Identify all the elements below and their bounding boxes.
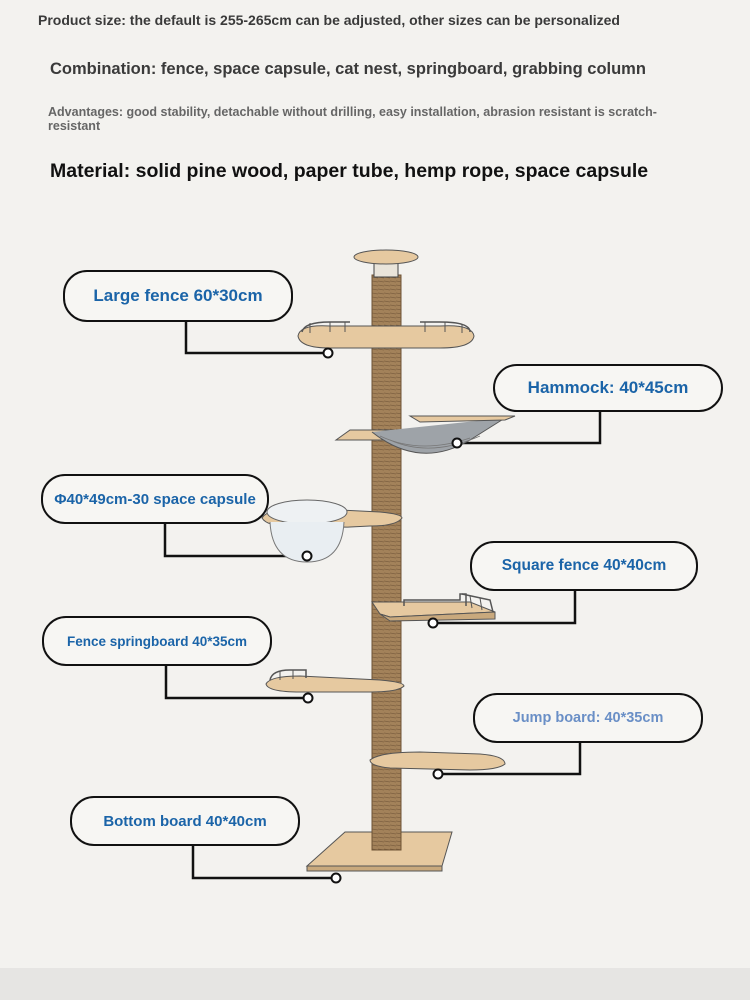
combination-text: Combination: fence, space capsule, cat n… bbox=[50, 60, 646, 78]
connector-lines bbox=[163, 322, 602, 880]
square-fence-platform bbox=[371, 593, 496, 622]
space-capsule-label: Φ40*49cm-30 space capsule bbox=[41, 474, 269, 524]
space-capsule-platform bbox=[261, 499, 403, 563]
top-cap bbox=[353, 249, 419, 278]
jump-board-label: Jump board: 40*35cm bbox=[473, 693, 703, 743]
hammock-label: Hammock: 40*45cm bbox=[493, 364, 723, 412]
connector-dots bbox=[301, 347, 463, 884]
fence-springboard-label: Fence springboard 40*35cm bbox=[42, 616, 272, 666]
large-fence-label: Large fence 60*30cm bbox=[63, 270, 293, 322]
bottom-board-label: Bottom board 40*40cm bbox=[70, 796, 300, 846]
bottom-board bbox=[305, 831, 453, 872]
product-size-text: Product size: the default is 255-265cm c… bbox=[38, 12, 620, 28]
material-text: Material: solid pine wood, paper tube, h… bbox=[50, 160, 649, 182]
square-fence-label: Square fence 40*40cm bbox=[470, 541, 698, 591]
bottom-strip bbox=[0, 968, 750, 1000]
large-fence-platform bbox=[297, 321, 475, 349]
advantages-text: Advantages: good stability, detachable w… bbox=[48, 105, 657, 133]
jump-board-platform bbox=[369, 751, 506, 771]
fence-springboard-platform bbox=[265, 669, 405, 693]
hammock-platform bbox=[334, 415, 516, 454]
